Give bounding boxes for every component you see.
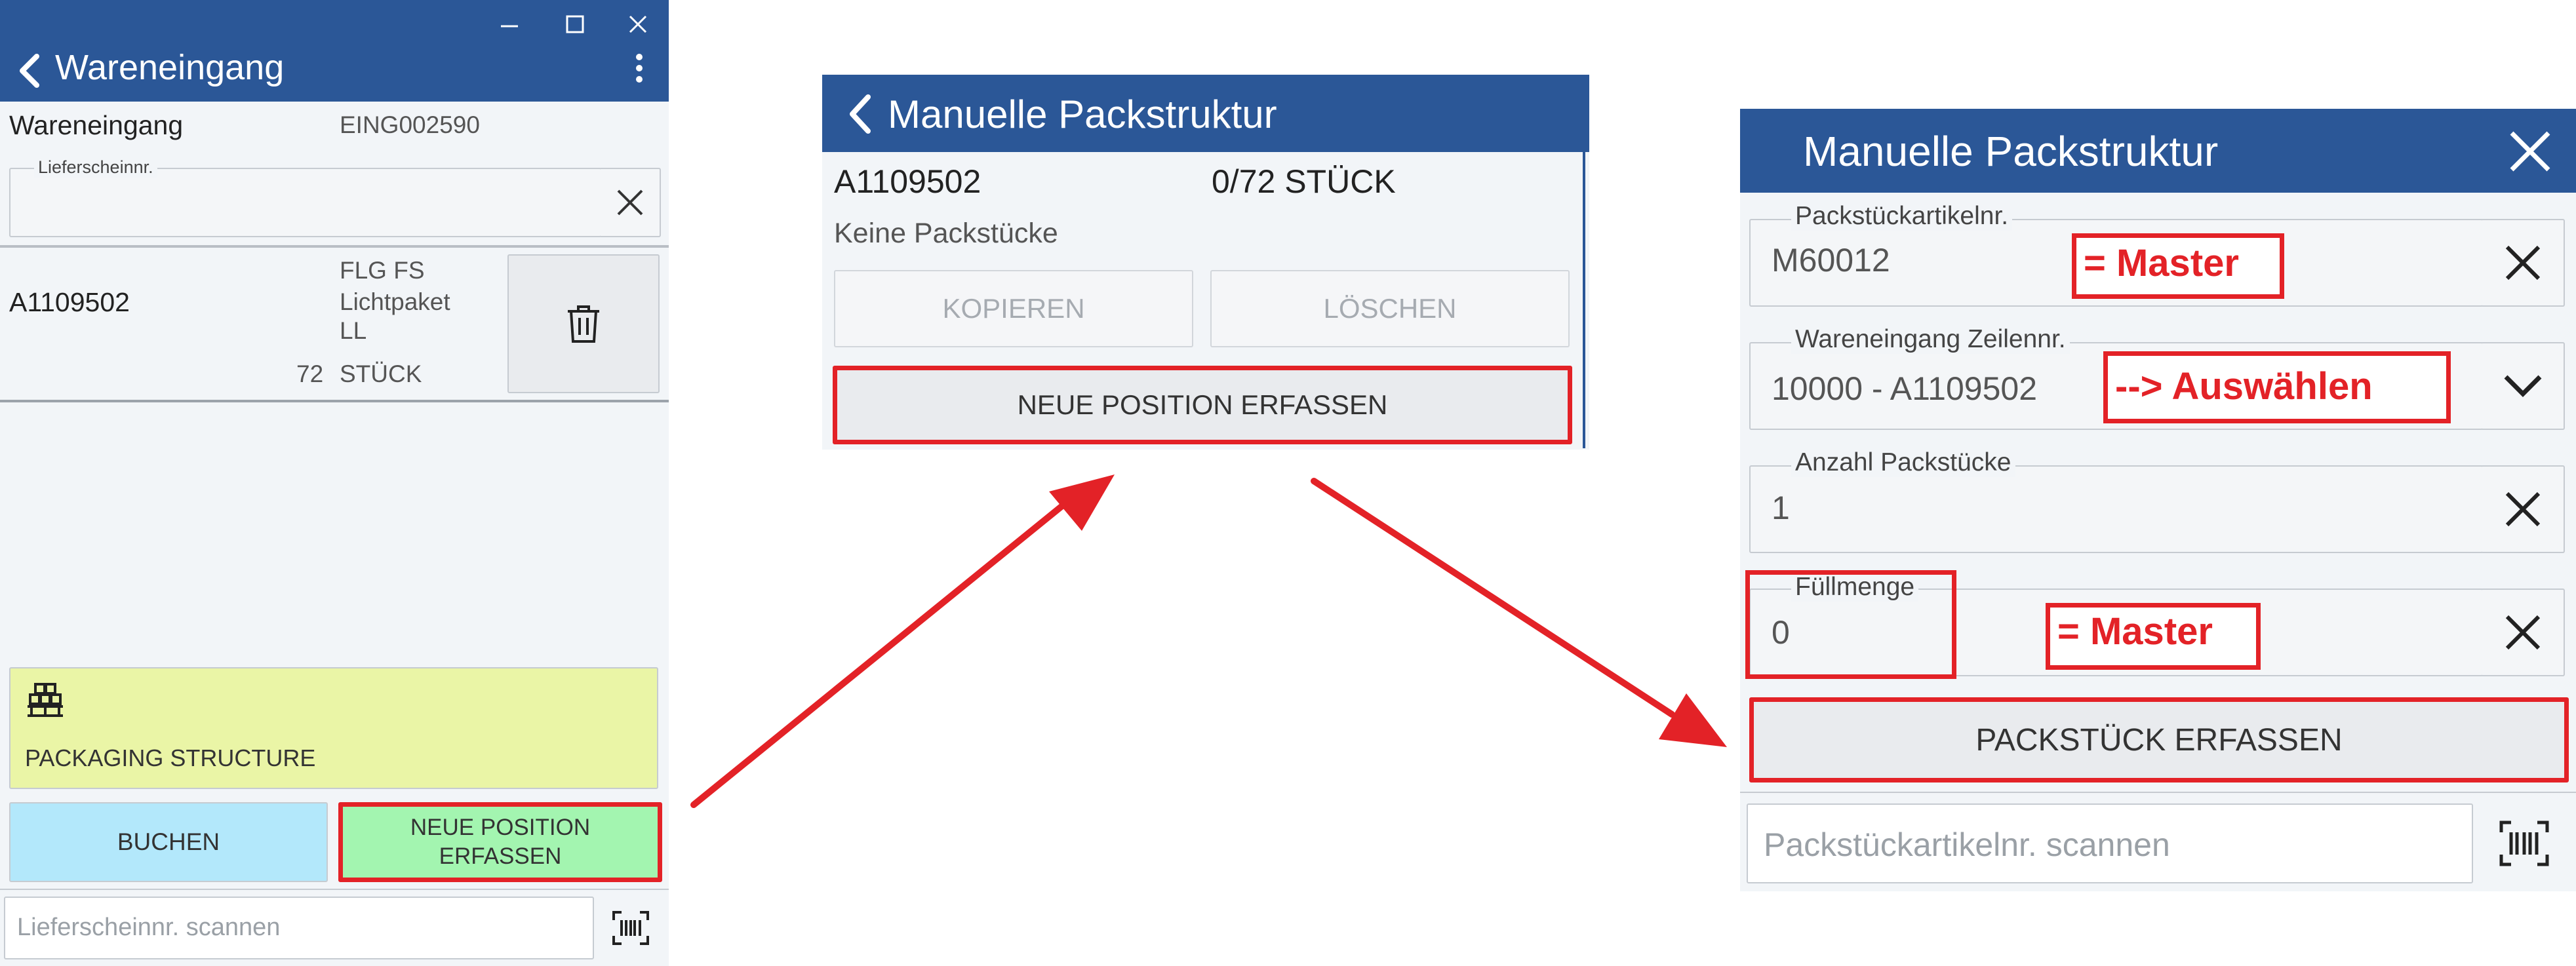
divider <box>1740 792 2576 793</box>
annotation-text: = Master <box>2084 242 2239 284</box>
book-button[interactable]: BUCHEN <box>9 802 328 882</box>
field-legend: Anzahl Packstücke <box>1791 448 2015 477</box>
delete-item-button[interactable] <box>507 254 660 393</box>
app-header: Manuelle Packstruktur <box>1740 109 2576 193</box>
item-quantity: 72 <box>296 360 324 387</box>
divider <box>0 889 669 890</box>
app-header: Manuelle Packstruktur <box>822 75 1589 152</box>
scan-delivery-note-input[interactable]: Lieferscheinnr. scannen <box>4 897 594 959</box>
manual-packing-panel-form: Manuelle Packstruktur Packstückartikelnr… <box>1740 109 2576 891</box>
delivery-note-field[interactable] <box>9 168 602 237</box>
wareneingang-panel: Wareneingang Wareneingang EING002590 Lie… <box>0 0 669 966</box>
field-value: 0 <box>1772 614 1790 651</box>
item-progress: 0/72 STÜCK <box>1212 163 1396 200</box>
close-icon <box>2505 245 2541 280</box>
delete-button-label: LÖSCHEN <box>1323 293 1457 324</box>
arrow-to-form-panel <box>1311 478 1727 747</box>
packaging-structure-button[interactable]: PACKAGING STRUCTURE <box>9 667 658 789</box>
submit-package-button[interactable]: PACKSTÜCK ERFASSEN <box>1749 697 2569 782</box>
app-header: Wareneingang <box>0 0 669 102</box>
book-button-label: BUCHEN <box>117 828 220 855</box>
annotation-box <box>2103 351 2451 423</box>
field-legend: Packstückartikelnr. <box>1791 202 2013 231</box>
trash-icon <box>568 305 599 343</box>
pallet-icon <box>28 683 63 717</box>
annotation-box <box>1745 570 1956 679</box>
item-code: A1109502 <box>9 287 130 317</box>
more-vertical-icon[interactable] <box>635 52 644 84</box>
barcode-scan-icon[interactable] <box>612 911 649 945</box>
annotation-text: --> Auswählen <box>2115 365 2373 408</box>
maximize-icon[interactable] <box>565 14 585 34</box>
scan-placeholder: Packstückartikelnr. scannen <box>1764 826 2170 863</box>
submit-package-button-label: PACKSTÜCK ERFASSEN <box>1975 722 2343 758</box>
clear-package-article-button[interactable] <box>2482 219 2565 307</box>
new-position-button[interactable]: NEUE POSITION ERFASSEN <box>833 366 1572 444</box>
receipt-number: EING002590 <box>340 111 480 138</box>
new-position-label-line: NEUE POSITION <box>410 815 591 840</box>
receipt-label: Wareneingang <box>9 110 184 140</box>
copy-button-label: KOPIEREN <box>942 293 1085 324</box>
delete-button[interactable]: LÖSCHEN <box>1210 270 1570 347</box>
item-unit: STÜCK <box>340 360 422 387</box>
page-title: Manuelle Packstruktur <box>888 92 1277 136</box>
packaging-label: PACKAGING STRUCTURE <box>25 744 316 771</box>
manual-packing-panel-list: Manuelle Packstruktur A1109502 0/72 STÜC… <box>822 75 1589 450</box>
divider <box>0 400 669 402</box>
page-title: Wareneingang <box>55 48 285 87</box>
list-item[interactable]: A1109502 FLG FS Lichtpaket LL 72 STÜCK <box>0 248 669 400</box>
item-code: A1109502 <box>834 163 981 200</box>
arrow-to-list-panel <box>690 474 1115 808</box>
receipt-line-dropdown-button[interactable] <box>2482 342 2565 430</box>
barcode-scan-icon[interactable] <box>2499 821 2549 866</box>
field-value: 10000 - A1109502 <box>1772 370 2038 407</box>
delivery-note-legend: Lieferscheinnr. <box>34 157 157 178</box>
scan-placeholder: Lieferscheinnr. scannen <box>17 914 281 941</box>
clear-delivery-note-button[interactable] <box>601 168 661 237</box>
new-position-label-line: ERFASSEN <box>439 843 562 869</box>
field-value: 1 <box>1772 490 1790 526</box>
item-description-line: FLG FS <box>340 257 425 284</box>
page-title: Manuelle Packstruktur <box>1803 128 2219 175</box>
annotation-box <box>2072 233 2284 299</box>
back-chevron-icon[interactable] <box>847 94 873 134</box>
field-value: M60012 <box>1772 242 1890 279</box>
copy-button[interactable]: KOPIEREN <box>834 270 1193 347</box>
back-chevron-icon[interactable] <box>17 54 43 88</box>
close-icon <box>2505 615 2541 650</box>
package-count-field[interactable] <box>1749 465 2484 553</box>
chevron-down-icon <box>2504 375 2542 397</box>
field-legend: Füllmenge <box>1791 573 1919 602</box>
minimize-icon[interactable] <box>500 20 519 33</box>
divider <box>0 245 669 248</box>
item-description-line: Lichtpaket <box>340 288 450 315</box>
clear-package-count-button[interactable] <box>2482 465 2565 553</box>
scan-package-article-input[interactable]: Packstückartikelnr. scannen <box>1747 803 2473 883</box>
new-position-button[interactable]: NEUE POSITION ERFASSEN <box>338 802 662 882</box>
new-position-button-label: NEUE POSITION ERFASSEN <box>1017 389 1388 420</box>
close-icon <box>617 189 643 216</box>
close-icon[interactable] <box>628 14 648 34</box>
annotation-box <box>2046 603 2261 670</box>
item-description-line: LL <box>340 317 367 344</box>
clear-fill-quantity-button[interactable] <box>2482 589 2565 676</box>
close-icon[interactable] <box>2508 130 2552 173</box>
empty-state-text: Keine Packstücke <box>834 218 1058 249</box>
close-icon <box>2505 492 2541 527</box>
panel-edge-line <box>1583 152 1585 448</box>
annotation-text: = Master <box>2057 610 2213 653</box>
field-legend: Wareneingang Zeilennr. <box>1791 325 2070 354</box>
